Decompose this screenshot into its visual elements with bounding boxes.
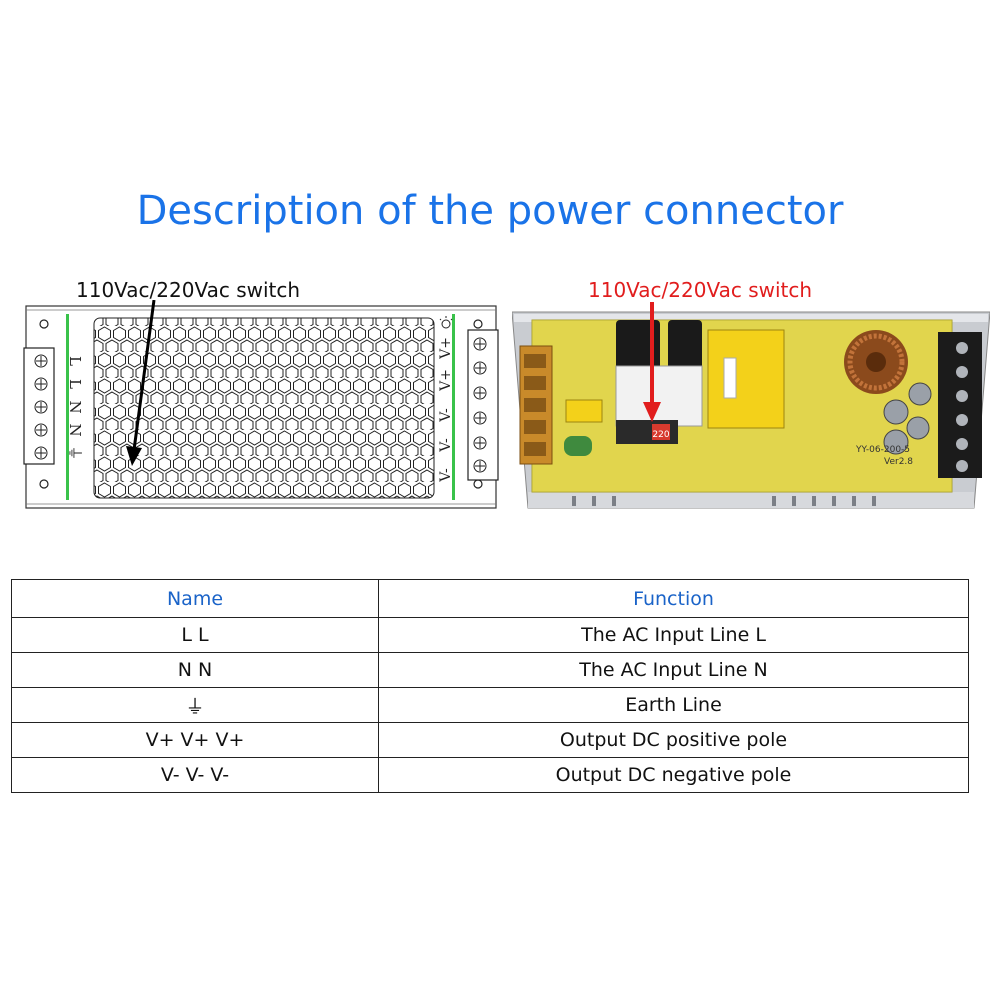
mount-hole-icon: [473, 479, 483, 489]
row-function: Output DC positive pole: [378, 722, 969, 758]
right-terminal-screws: [473, 337, 487, 473]
row-name: V+ V+ V+: [11, 722, 379, 758]
table-row: L L The AC Input Line L: [11, 617, 969, 653]
table-row: N N The AC Input Line N: [11, 652, 969, 688]
left-terminal-label: N: [66, 400, 84, 413]
left-terminal-label: N: [66, 423, 84, 436]
right-terminal-label: V+: [438, 369, 454, 392]
row-name: V- V- V-: [11, 757, 379, 793]
mount-hole-icon: [473, 319, 483, 329]
power-supply-diagram: L L N N ⏚ V+ V+ V- V- V-: [23, 300, 499, 509]
row-function: Earth Line: [378, 687, 969, 723]
table-row: V- V- V- Output DC negative pole: [11, 757, 969, 793]
left-terminal-label: L: [66, 356, 84, 366]
row-name: L L: [11, 617, 379, 653]
row-function: The AC Input Line N: [378, 652, 969, 688]
table-header-row: Name Function: [11, 579, 969, 618]
mount-hole-icon: [39, 319, 49, 329]
switch-label-diagram: 110Vac/220Vac switch: [76, 278, 301, 302]
page-title: Description of the power connector: [136, 188, 844, 234]
right-terminal-label: V+: [438, 337, 454, 360]
right-terminal-label: V-: [438, 408, 454, 423]
earth-icon: ⏚: [11, 687, 379, 723]
output-terminal-block: [938, 332, 982, 478]
voltage-switch-label: 220: [652, 430, 669, 440]
table-row: V+ V+ V+ Output DC positive pole: [11, 722, 969, 758]
right-terminal-label: V-: [438, 438, 454, 453]
left-terminal-label: ⏚: [66, 445, 84, 460]
header-function: Function: [378, 579, 969, 618]
header-name: Name: [11, 579, 379, 618]
mount-hole-icon: [39, 479, 49, 489]
left-terminal-screws: [34, 354, 48, 460]
switch-arrow-icon: [126, 300, 156, 466]
led-indicator-icon: [439, 316, 453, 329]
switch-arrow-red-icon: [643, 302, 661, 422]
row-function: Output DC negative pole: [378, 757, 969, 793]
table-row: ⏚ Earth Line: [11, 687, 969, 723]
right-terminal-label: V-: [438, 468, 454, 483]
left-terminal-label: L: [66, 379, 84, 389]
row-function: The AC Input Line L: [378, 617, 969, 653]
row-name: N N: [11, 652, 379, 688]
board-version-text: Ver2.8: [884, 457, 913, 467]
power-supply-photo: 220 YY-06-200-5 Ver2.8: [512, 302, 990, 509]
switch-label-photo: 110Vac/220Vac switch: [588, 278, 813, 302]
board-model-text: YY-06-200-5: [855, 445, 910, 455]
connector-table: Name Function L L The AC Input Line L N …: [11, 579, 969, 793]
